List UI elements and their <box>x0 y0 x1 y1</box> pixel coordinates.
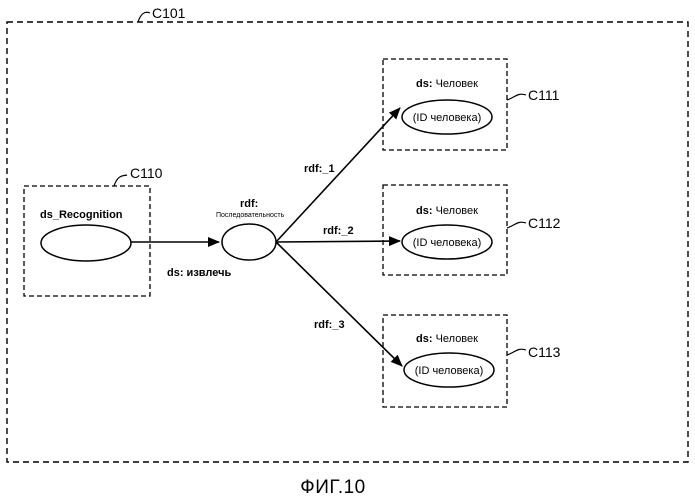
person-title-prefix-3: ds: <box>416 333 433 345</box>
sequence-prefix: rdf: <box>240 198 258 210</box>
source-ref-leader <box>114 175 127 186</box>
person-title-prefix-1: ds: <box>416 78 433 90</box>
person-ref-label-3: C113 <box>528 344 561 360</box>
person-title-prefix-2: ds: <box>416 205 433 217</box>
outer-ref-label: C101 <box>152 5 186 21</box>
source-box-title: ds_Recognition <box>40 209 123 221</box>
member-edge-label-3: rdf:_3 <box>314 319 345 331</box>
sequence-label: Последовательность <box>216 212 285 219</box>
member-edge-label-1: rdf:_1 <box>304 163 335 175</box>
member-edge-label-2: rdf:_2 <box>323 225 354 237</box>
person-box-title-2: ds: Человек <box>416 205 478 217</box>
person-box-title-1: ds: Человек <box>416 78 478 90</box>
person-ref-leader-2 <box>507 222 526 228</box>
extract-edge-label: ds: извлечь <box>167 267 231 279</box>
extract-edge-text: ds: извлечь <box>167 267 231 279</box>
person-id-label-3: (ID человека) <box>415 365 484 377</box>
person-ref-label-1: C111 <box>528 87 560 103</box>
member-arrow-2 <box>276 241 400 242</box>
person-title-text-1: Человек <box>436 78 479 90</box>
person-box-title-3: ds: Человек <box>416 333 478 345</box>
person-title-text-3: Человек <box>436 333 479 345</box>
figure-caption: ФИГ.10 <box>300 477 365 498</box>
person-ref-leader-3 <box>507 349 526 355</box>
recognition-node <box>41 225 131 261</box>
outer-ref-leader <box>138 12 150 22</box>
person-ref-label-2: C112 <box>528 215 561 231</box>
person-id-label-2: (ID человека) <box>413 237 482 249</box>
source-ref-label: C110 <box>130 165 163 181</box>
person-id-label-1: (ID человека) <box>413 112 482 124</box>
person-ref-leader-1 <box>507 94 526 100</box>
sequence-node <box>222 224 276 260</box>
member-arrow-1 <box>276 108 400 242</box>
person-title-text-2: Человек <box>436 205 479 217</box>
